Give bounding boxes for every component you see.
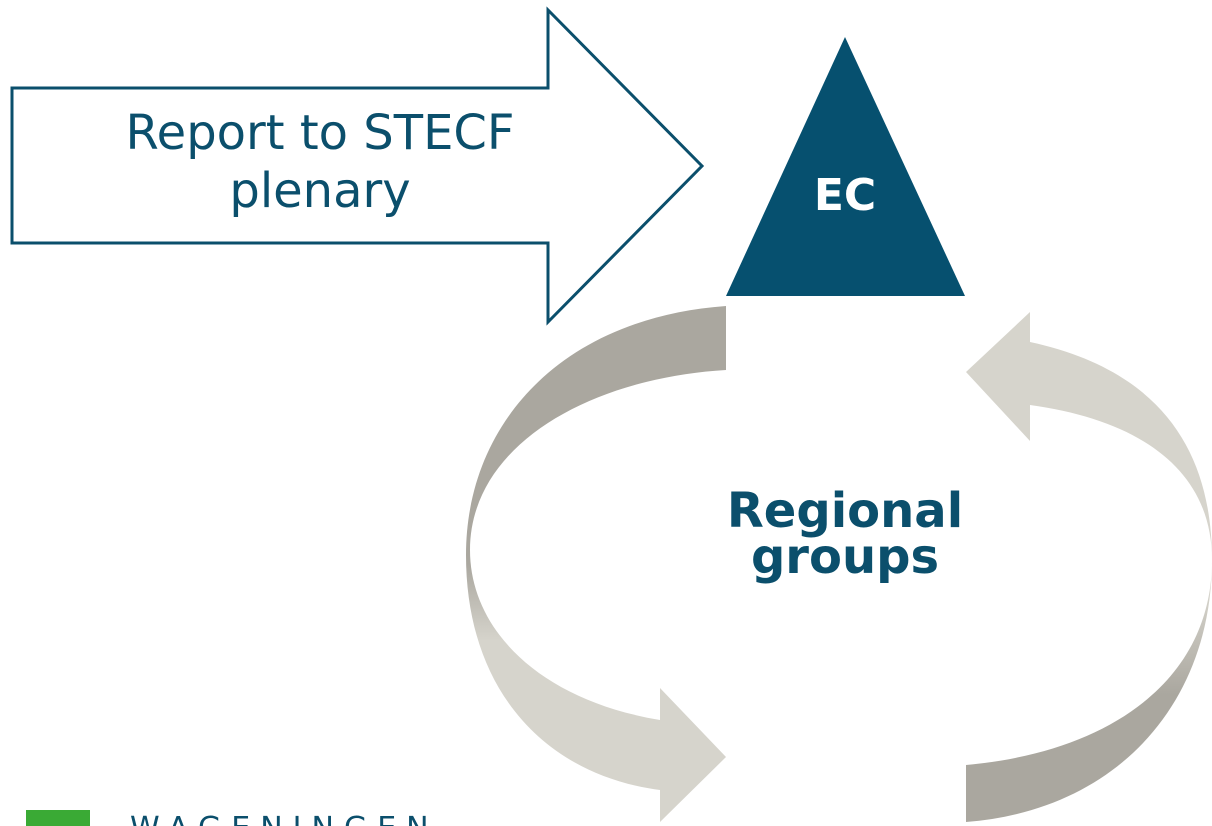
regional-groups-label: Regional groups [690, 483, 1000, 585]
report-arrow-label: Report to STECF plenary [60, 104, 580, 220]
wageningen-logo-mark [26, 810, 90, 826]
report-arrow-label-line2: plenary [229, 163, 411, 219]
wageningen-logo-text: WAGENINGEN [130, 814, 439, 826]
ec-label: EC [813, 170, 877, 221]
regional-groups-label-line2: groups [750, 529, 940, 585]
report-arrow [10, 6, 705, 326]
ec-triangle [726, 37, 965, 296]
regional-groups-label-line1: Regional [726, 483, 964, 539]
cycle-arrow-left [466, 306, 726, 822]
report-arrow-label-line1: Report to STECF [125, 105, 515, 161]
cycle-arrow-right [966, 312, 1212, 822]
